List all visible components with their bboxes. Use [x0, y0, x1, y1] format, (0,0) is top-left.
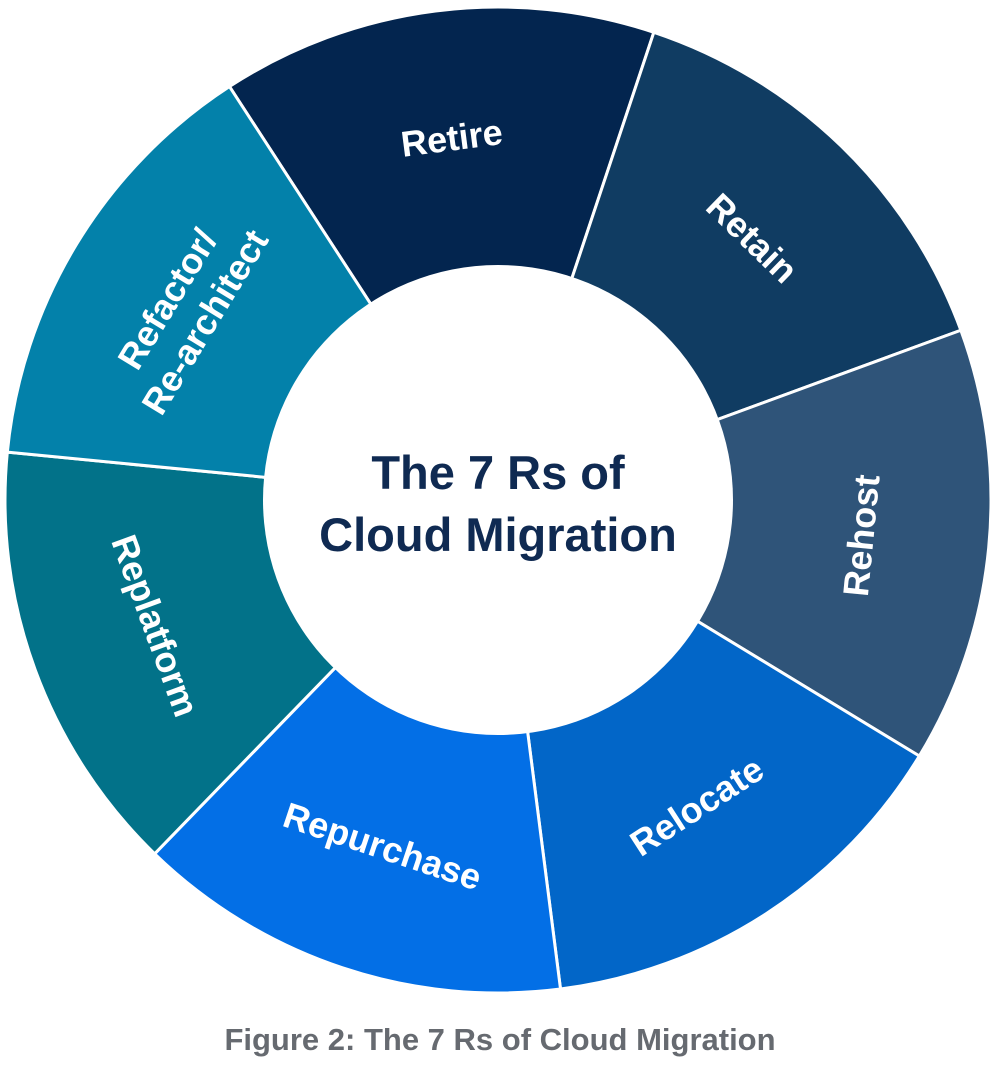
center-title-line-2: Cloud Migration [319, 508, 677, 561]
figure-caption: Figure 2: The 7 Rs of Cloud Migration [224, 1022, 776, 1057]
cloud-migration-wheel: The 7 Rs of Cloud Migration RetireRetain… [3, 5, 993, 995]
segment-rehost [496, 328, 993, 758]
center-title-line-1: The 7 Rs of [371, 446, 625, 499]
segment-retire [227, 5, 656, 502]
center-circle [263, 265, 733, 735]
